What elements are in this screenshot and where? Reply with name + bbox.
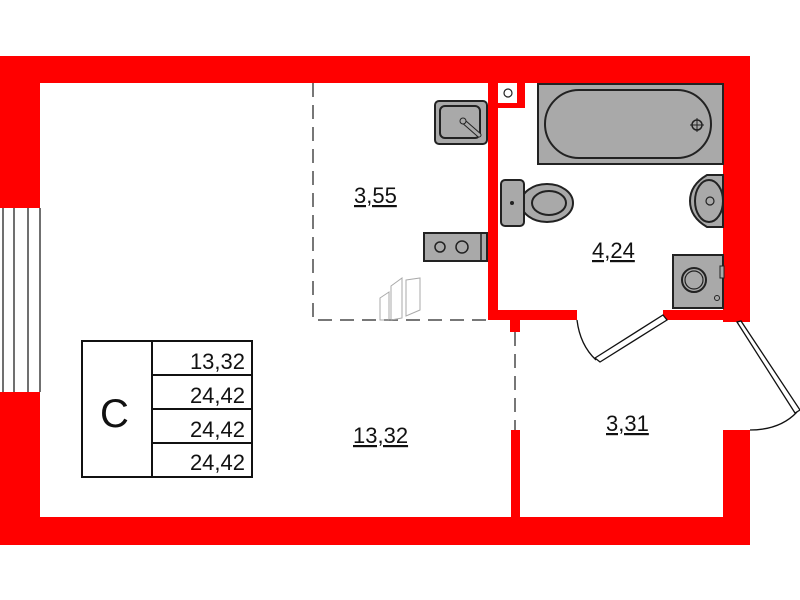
riser-icon — [503, 88, 513, 98]
summary-value-living: 13,32 — [190, 349, 245, 374]
bathroom-sink-icon — [688, 174, 724, 228]
left-wall-upper — [0, 56, 40, 208]
entrance-door-icon — [735, 320, 800, 431]
walls — [0, 56, 750, 545]
window — [2, 208, 41, 392]
zone-lines — [312, 83, 516, 430]
summary-value-total-2: 24,42 — [190, 417, 245, 442]
apartment-type: С — [100, 392, 129, 436]
bathtub-icon — [537, 83, 724, 165]
bathroom-door-icon — [576, 314, 668, 363]
summary-value-total-1: 24,42 — [190, 383, 245, 408]
top-wall — [0, 56, 750, 83]
bathroom-bottom-wall-right — [663, 310, 723, 320]
kitchen-sink-icon — [434, 100, 488, 145]
room-area-kitchen: 3,55 — [354, 183, 397, 208]
bathroom-left-wall — [488, 83, 498, 320]
right-wall-lower — [723, 430, 750, 545]
hallway-partition — [511, 430, 520, 517]
right-wall-upper — [723, 56, 750, 322]
bottom-wall — [0, 517, 750, 545]
wall-stub — [510, 320, 520, 332]
bathroom-bottom-wall-left — [488, 310, 577, 320]
area-summary-table — [81, 340, 253, 478]
room-area-hallway: 3,31 — [606, 411, 649, 436]
summary-value-total-3: 24,42 — [190, 450, 245, 475]
room-area-bathroom: 4,24 — [592, 238, 635, 263]
washing-machine-icon — [672, 254, 725, 309]
toilet-icon — [500, 179, 574, 227]
stove-icon — [423, 232, 488, 262]
room-area-living: 13,32 — [353, 423, 408, 448]
fridge-icon — [379, 277, 421, 321]
